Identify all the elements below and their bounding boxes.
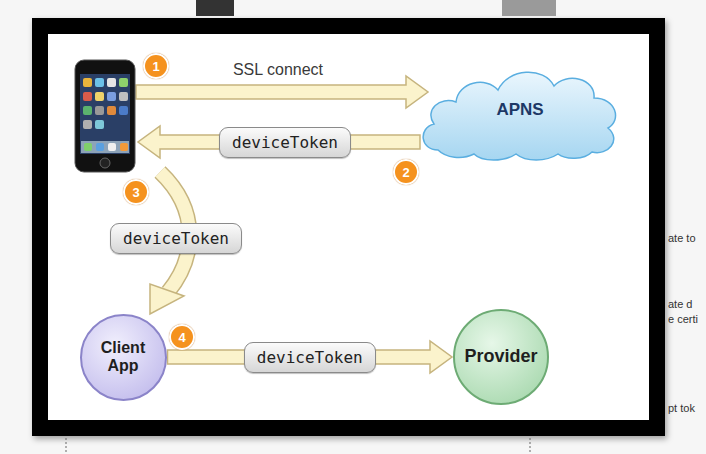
token-pill: deviceToken [110,223,242,254]
arrow-head [150,284,184,314]
dashed-line [66,438,67,454]
background-text: pt tok [668,402,695,414]
callout-number: 4 [169,324,195,350]
home-button [100,158,110,168]
provider-circle: Provider [453,309,549,405]
dashed-line [530,438,531,454]
background-block [502,0,556,16]
cloud-outline [423,72,615,160]
token-pill: deviceToken [244,342,376,373]
block-arrow [168,341,453,373]
callout-number: 2 [393,159,419,185]
callout-number: 3 [123,179,149,205]
phone-screen [80,74,130,154]
callout-number: 1 [143,53,169,79]
node-label: APNS [496,101,543,120]
arrow-label: SSL connect [233,61,323,79]
block-arrow [136,76,428,108]
background-text: ate to [668,232,696,244]
background-text: ate d [668,298,692,310]
background-text: e certi [668,313,698,325]
client-circle: Client App [80,314,167,401]
phone-body [75,60,135,172]
block-arrow [138,126,420,158]
node-label: Provider [464,347,537,367]
cloud-node: APNS [416,56,624,164]
token-pill: deviceToken [219,127,351,158]
phone-icons [81,78,129,153]
node-label: Client App [89,339,157,374]
background-phone [196,0,234,16]
